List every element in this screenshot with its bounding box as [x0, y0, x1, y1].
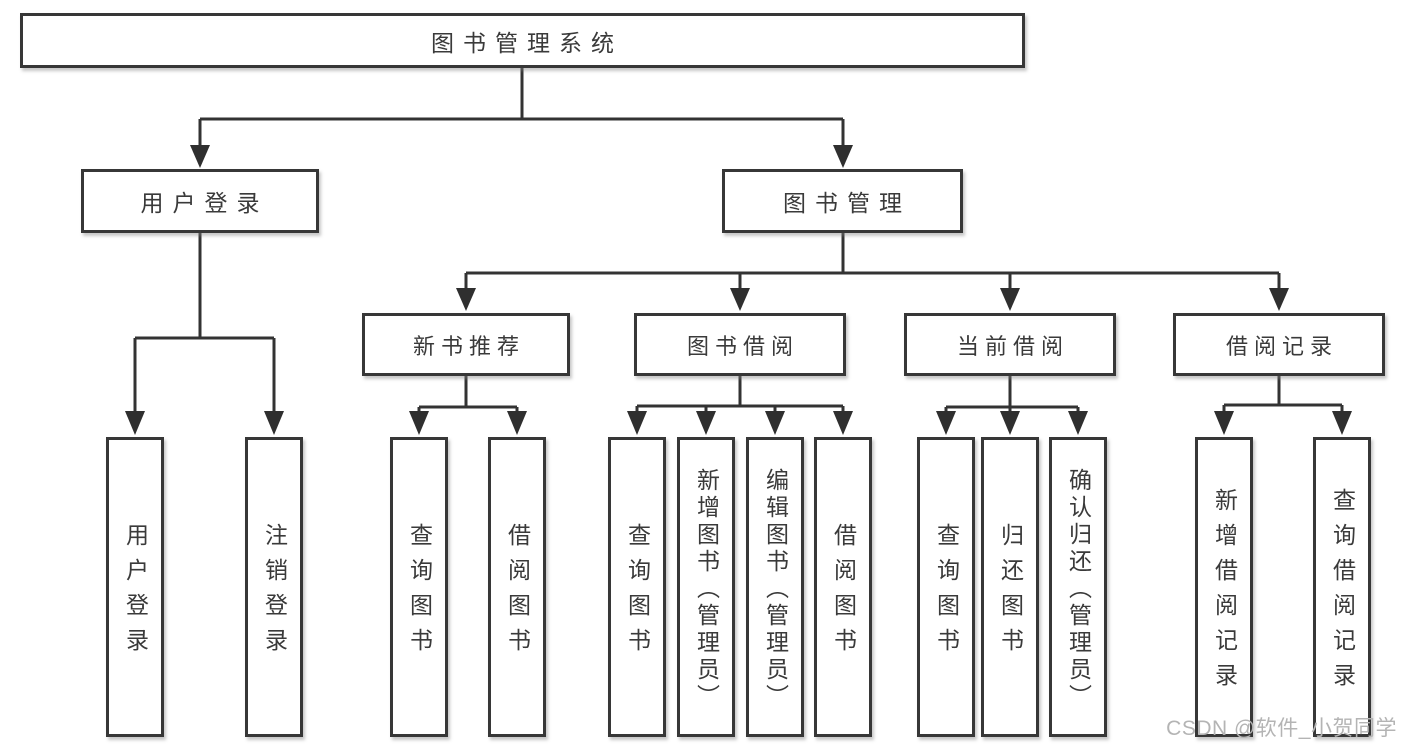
leaf-user-login: 用户登录 — [106, 437, 164, 737]
leaf-edit-book-admin: 编辑图书（管理员） — [746, 437, 804, 737]
leaf-confirm-return-admin: 确认归还（管理员） — [1049, 437, 1107, 737]
node-system-root: 图书管理系统 — [20, 13, 1025, 68]
leaf-recommend-query-book: 查询图书 — [390, 437, 448, 737]
arrowheads — [125, 145, 1352, 435]
node-borrow-records: 借阅记录 — [1173, 313, 1385, 376]
node-current-borrow: 当前借阅 — [904, 313, 1116, 376]
leaf-query-borrow-record: 查询借阅记录 — [1313, 437, 1371, 737]
leaf-add-borrow-record: 新增借阅记录 — [1195, 437, 1253, 737]
node-user-login: 用户登录 — [81, 169, 319, 233]
csdn-watermark: CSDN @软件_小贺同学 — [1166, 717, 1397, 740]
leaf-add-book-admin: 新增图书（管理员） — [677, 437, 735, 737]
leaf-current-query-book: 查询图书 — [917, 437, 975, 737]
leaf-logout: 注销登录 — [245, 437, 303, 737]
node-book-management: 图书管理 — [722, 169, 963, 233]
leaf-recommend-borrow-book: 借阅图书 — [488, 437, 546, 737]
leaf-borrow-query-book: 查询图书 — [608, 437, 666, 737]
node-book-borrow: 图书借阅 — [634, 313, 846, 376]
leaf-return-book: 归还图书 — [981, 437, 1039, 737]
leaf-borrow-book: 借阅图书 — [814, 437, 872, 737]
node-new-book-recommend: 新书推荐 — [362, 313, 570, 376]
